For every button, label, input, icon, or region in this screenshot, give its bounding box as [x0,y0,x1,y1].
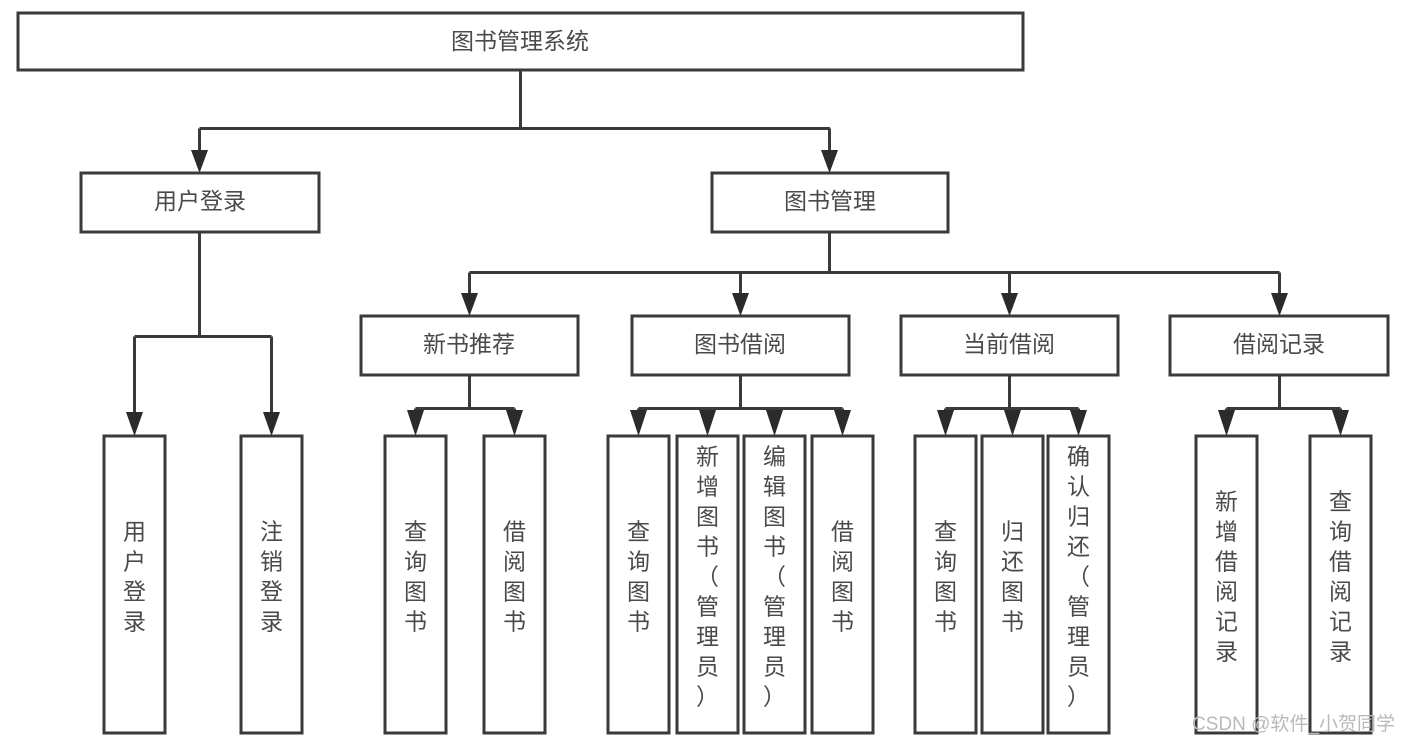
node-book-manage[interactable]: 图书管理 [710,171,950,234]
node-leaf-borrow-book-2-box[interactable] [810,434,875,735]
node-current-borrow[interactable]: 当前借阅 [899,314,1120,377]
arrow-head-leaf-borrow-book-1 [506,410,523,436]
arrow-head-leaf-logout [263,412,280,436]
node-layer: 图书管理系统 用户登录 图书管理 新书推荐 图书借阅 当前 [16,11,1390,735]
arrow-head-leaf-add-record [1218,410,1235,436]
node-leaf-edit-book[interactable]: 编辑图书（管理员） [742,434,807,735]
node-current-borrow-box[interactable] [899,314,1120,377]
node-leaf-logout[interactable]: 注销登录 [239,434,304,735]
node-book-borrow-box[interactable] [630,314,851,377]
node-current-borrow-label: 当前借阅 [963,331,1055,357]
arrow-head-leaf-query-record [1332,410,1349,436]
node-leaf-user-login-box[interactable] [102,434,167,735]
node-leaf-query-book-1-box[interactable] [383,434,448,735]
node-user-login[interactable]: 用户登录 [79,171,321,234]
arrow-head-leaf-user-login [126,412,143,436]
arrow-head-leaf-query-book-3 [937,410,954,436]
node-leaf-query-book-1-label: 查询图书 [404,519,427,635]
arrow-head-book-manage [821,150,838,173]
arrow-head-new-book-recommend [461,293,478,316]
node-leaf-logout-label: 注销登录 [260,519,283,635]
arrow-head-current-borrow [1001,293,1018,316]
node-new-book-recommend-label: 新书推荐 [423,331,515,357]
arrow-head-leaf-query-book-2 [630,410,647,436]
node-leaf-query-book-1[interactable]: 查询图书 [383,434,448,735]
node-leaf-edit-book-label: 编辑图书（管理员） [763,444,786,710]
arrow-head-book-borrow [732,293,749,316]
node-leaf-add-record-box[interactable] [1194,434,1259,735]
node-leaf-query-book-3-label: 查询图书 [934,519,957,635]
node-leaf-query-record-label: 查询借阅记录 [1329,489,1352,665]
node-leaf-add-record[interactable]: 新增借阅记录 [1194,434,1259,735]
node-leaf-logout-box[interactable] [239,434,304,735]
node-leaf-query-book-2-box[interactable] [606,434,671,735]
node-root[interactable]: 图书管理系统 [16,11,1025,72]
node-book-borrow[interactable]: 图书借阅 [630,314,851,377]
node-leaf-query-record-box[interactable] [1308,434,1373,735]
node-leaf-query-record[interactable]: 查询借阅记录 [1308,434,1373,735]
node-root-label: 图书管理系统 [451,28,589,54]
arrow-head-leaf-confirm-return [1070,410,1087,436]
node-leaf-query-book-3[interactable]: 查询图书 [913,434,978,735]
node-borrow-record-label: 借阅记录 [1233,331,1325,357]
arrow-head-borrow-record [1271,293,1288,316]
arrow-head-user-login [191,150,208,173]
node-book-manage-label: 图书管理 [784,188,876,214]
node-borrow-record[interactable]: 借阅记录 [1168,314,1390,377]
node-leaf-query-book-3-box[interactable] [913,434,978,735]
leaf-node-layer: 用户登录 注销登录 查询图书 借阅图书 查询图书 新增图书（管理员） 编辑图书（管理员） 借阅… [102,434,1373,735]
node-leaf-borrow-book-1-box[interactable] [482,434,547,735]
node-leaf-query-book-2[interactable]: 查询图书 [606,434,671,735]
node-leaf-borrow-book-1[interactable]: 借阅图书 [482,434,547,735]
node-leaf-add-record-label: 新增借阅记录 [1215,489,1238,665]
node-borrow-record-box[interactable] [1168,314,1390,377]
node-leaf-user-login[interactable]: 用户登录 [102,434,167,735]
connector-layer [126,70,1349,436]
arrow-head-leaf-edit-book [766,410,783,436]
watermark-label: CSDN @软件_小贺同学 [1192,713,1395,735]
arrow-head-leaf-return-book [1004,410,1021,436]
node-leaf-return-book-label: 归还图书 [1001,519,1024,635]
arrow-head-leaf-add-book [699,410,716,436]
node-leaf-confirm-return-label: 确认归还（管理员） [1067,444,1090,710]
arrow-head-leaf-borrow-book-2 [834,410,851,436]
node-leaf-borrow-book-2-label: 借阅图书 [831,519,854,635]
node-book-borrow-label: 图书借阅 [694,331,786,357]
node-leaf-add-book-label: 新增图书（管理员） [696,444,719,710]
node-leaf-borrow-book-2[interactable]: 借阅图书 [810,434,875,735]
node-leaf-return-book-box[interactable] [980,434,1045,735]
arrow-head-leaf-query-book-1 [407,410,424,436]
node-leaf-confirm-return[interactable]: 确认归还（管理员） [1046,434,1111,735]
node-leaf-query-book-2-label: 查询图书 [627,519,650,635]
node-user-login-label: 用户登录 [154,188,246,214]
node-leaf-confirm-return-box[interactable] [1046,434,1111,735]
node-book-manage-box[interactable] [710,171,950,234]
node-root-box[interactable] [16,11,1025,72]
node-leaf-user-login-label: 用户登录 [123,519,146,635]
node-new-book-recommend-box[interactable] [359,314,580,377]
node-leaf-add-book-box[interactable] [675,434,740,735]
node-leaf-add-book[interactable]: 新增图书（管理员） [675,434,740,735]
node-leaf-return-book[interactable]: 归还图书 [980,434,1045,735]
node-user-login-box[interactable] [79,171,321,234]
node-leaf-edit-book-box[interactable] [742,434,807,735]
node-leaf-borrow-book-1-label: 借阅图书 [503,519,526,635]
node-new-book-recommend[interactable]: 新书推荐 [359,314,580,377]
